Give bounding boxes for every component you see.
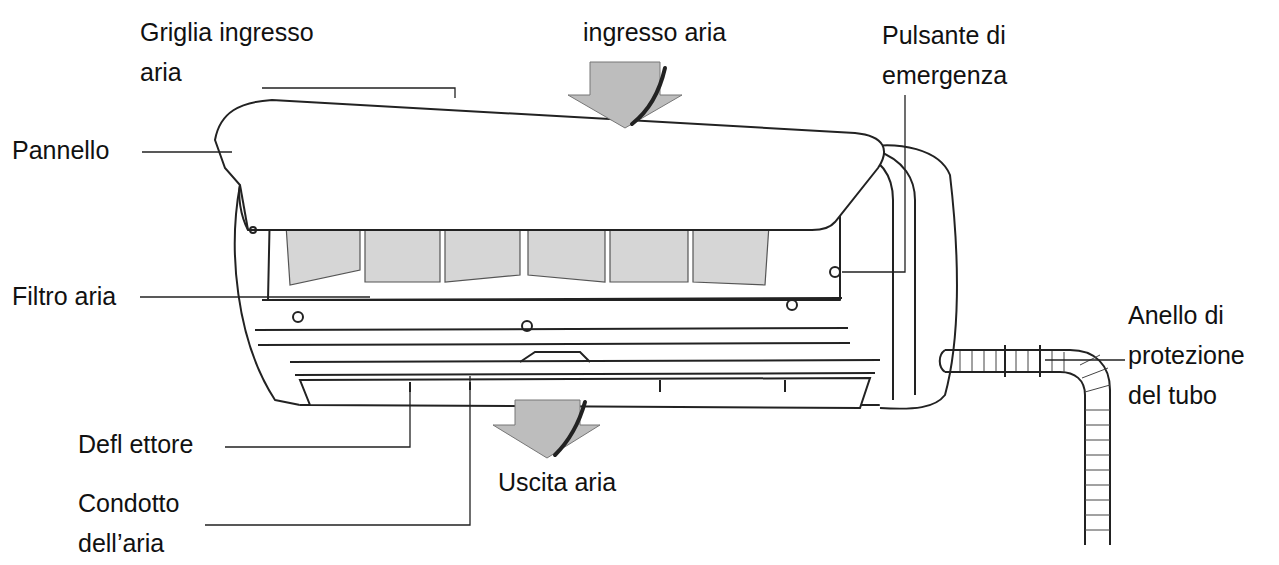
- part-label: Griglia ingresso aria: [140, 12, 355, 92]
- part-label: Pannello: [12, 130, 152, 170]
- part-label: Anello di protezione del tubo: [1128, 295, 1273, 415]
- part-label: Condotto dell’aria: [78, 483, 203, 563]
- part-label: Defl ettore: [78, 424, 228, 464]
- part-label: Pulsante di emergenza: [882, 15, 1032, 95]
- airflow-label: Uscita aria: [498, 462, 678, 502]
- airflow-label: ingresso aria: [583, 12, 783, 52]
- part-label: Filtro aria: [12, 276, 152, 316]
